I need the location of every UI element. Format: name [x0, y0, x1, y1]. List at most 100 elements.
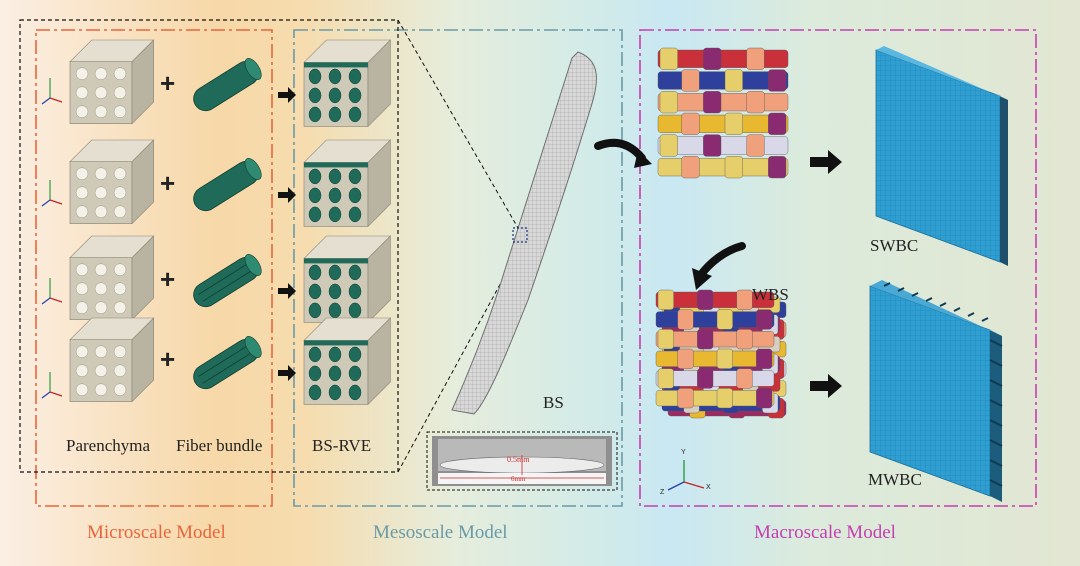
row-1-rve-side: [367, 39, 391, 128]
wbs-multi-warp: [677, 309, 694, 330]
arrow-to-swbc: [810, 150, 842, 174]
wbs-single-warp: [659, 134, 678, 157]
row-4-fiber-groove: [198, 344, 250, 377]
wbs-single-warp: [746, 91, 765, 114]
wbs-multi-warp: [677, 388, 694, 409]
plus-sign-1: +: [160, 68, 176, 98]
mwbc-layer-mark: [989, 399, 1003, 407]
row-4-rve-fiber: [348, 384, 362, 401]
row-1-rve-fiber: [348, 68, 362, 85]
wbs-label: WBS: [752, 285, 789, 304]
mwbc-plate-side: [990, 330, 1002, 502]
mwbc-top-mark: [897, 287, 905, 292]
row-4-arrow: [278, 365, 296, 381]
triad-z-1: [41, 97, 51, 105]
wbs-multi-warp: [716, 348, 733, 369]
dimension-bar: [438, 473, 606, 484]
row-2-pore: [75, 167, 89, 180]
row-2-arrow: [278, 187, 296, 203]
microscale-frame: [35, 29, 273, 507]
mwbc-plate-top: [870, 280, 1002, 336]
row-3-parenchyma-side: [131, 235, 154, 321]
row-3-fiber-end: [244, 254, 262, 277]
row-4-rve-fiber: [308, 346, 322, 363]
row-3-pore: [94, 263, 108, 276]
triad-x-2: [49, 199, 63, 205]
row-1-pore: [75, 67, 89, 80]
row-4-rve-fiber: [308, 384, 322, 401]
row-1-rve-fiber: [308, 68, 322, 85]
swbc-plate-top: [876, 46, 1008, 100]
triad-x-1: [49, 97, 63, 103]
row-2-pore: [113, 167, 127, 180]
wbs-multi-warp: [756, 348, 773, 369]
woven-bamboo-strip-single: [657, 47, 789, 179]
row-4-rve-fiber-edge: [304, 340, 368, 346]
row-4-pore: [75, 345, 89, 358]
row-3-rve-fiber: [308, 302, 322, 319]
triad-macro-z: [667, 481, 685, 491]
row-3-pore: [75, 263, 89, 276]
row-2-pore: [113, 186, 127, 199]
row-4-fiber-end: [244, 336, 262, 359]
row-3-rve-side: [367, 235, 391, 324]
triad-z-4: [41, 391, 51, 399]
row-2-pore: [75, 186, 89, 199]
row-3-pore: [113, 263, 127, 276]
mwbc-label: MWBC: [868, 470, 922, 489]
triad-macro-x: [683, 481, 705, 489]
wbs-single-warp: [724, 69, 743, 92]
mwbc-top-mark: [925, 297, 933, 302]
row-3-pore: [113, 301, 127, 314]
row-3-rve-fiber-edge: [304, 258, 368, 264]
row-4-pore: [75, 383, 89, 396]
bs-rve-label: BS-RVE: [312, 436, 372, 455]
wbs-single-warp: [659, 91, 678, 114]
row-3-pore: [113, 282, 127, 295]
wbs-multi-warp: [657, 368, 674, 389]
microscale-rows: [69, 39, 392, 406]
row-4-pore: [113, 383, 127, 396]
mwbc-top-mark: [939, 302, 947, 307]
row-3-pore: [94, 282, 108, 295]
row-2-fiber-bundle: [193, 158, 262, 212]
row-1-pore: [94, 67, 108, 80]
wbs-single-warp: [768, 112, 787, 135]
width-dimension: 6mm: [511, 475, 526, 483]
swbc-label: SWBC: [870, 236, 919, 255]
row-1-pore: [113, 67, 127, 80]
mwbc-layer-mark: [989, 479, 1003, 487]
row-4-pore: [113, 364, 127, 377]
row-3-pore: [75, 301, 89, 314]
zoom-line-bottom: [397, 243, 523, 473]
wbs-single-warp: [746, 47, 765, 70]
row-3-rve-fiber: [308, 283, 322, 300]
row-3-pore: [75, 282, 89, 295]
microscale-title: Microscale Model: [87, 522, 226, 543]
row-2-rve-fiber: [348, 206, 362, 223]
strip-zoom-box: [512, 227, 528, 243]
wbs-multi-warp: [716, 309, 733, 330]
row-1-rve-fiber: [348, 87, 362, 104]
row-4-fiber-bundle: [193, 336, 262, 390]
row-4-pore: [94, 383, 108, 396]
row-1-rve-fiber: [308, 106, 322, 123]
mwbc-top-mark: [967, 312, 975, 317]
row-2-rve-fiber: [328, 187, 342, 204]
mwbc-top-mark: [981, 317, 989, 322]
wbs-multi-warp: [697, 289, 714, 310]
bamboo-strip: [451, 51, 597, 415]
thickness-dimension: 0.5mm: [507, 455, 530, 464]
row-4-pore: [113, 345, 127, 358]
row-1-rve-fiber-edge: [304, 62, 368, 68]
row-2-rve-fiber: [308, 206, 322, 223]
row-4-rve-fiber: [328, 384, 342, 401]
plus-sign-4: +: [160, 344, 176, 374]
row-1-pore: [113, 105, 127, 118]
axis-label-z: Z: [660, 489, 665, 496]
curved-arrow-head-1: [634, 150, 652, 168]
wbs-single-warp: [768, 69, 787, 92]
wbs-multi-warp: [736, 289, 753, 310]
row-1-pore: [113, 86, 127, 99]
